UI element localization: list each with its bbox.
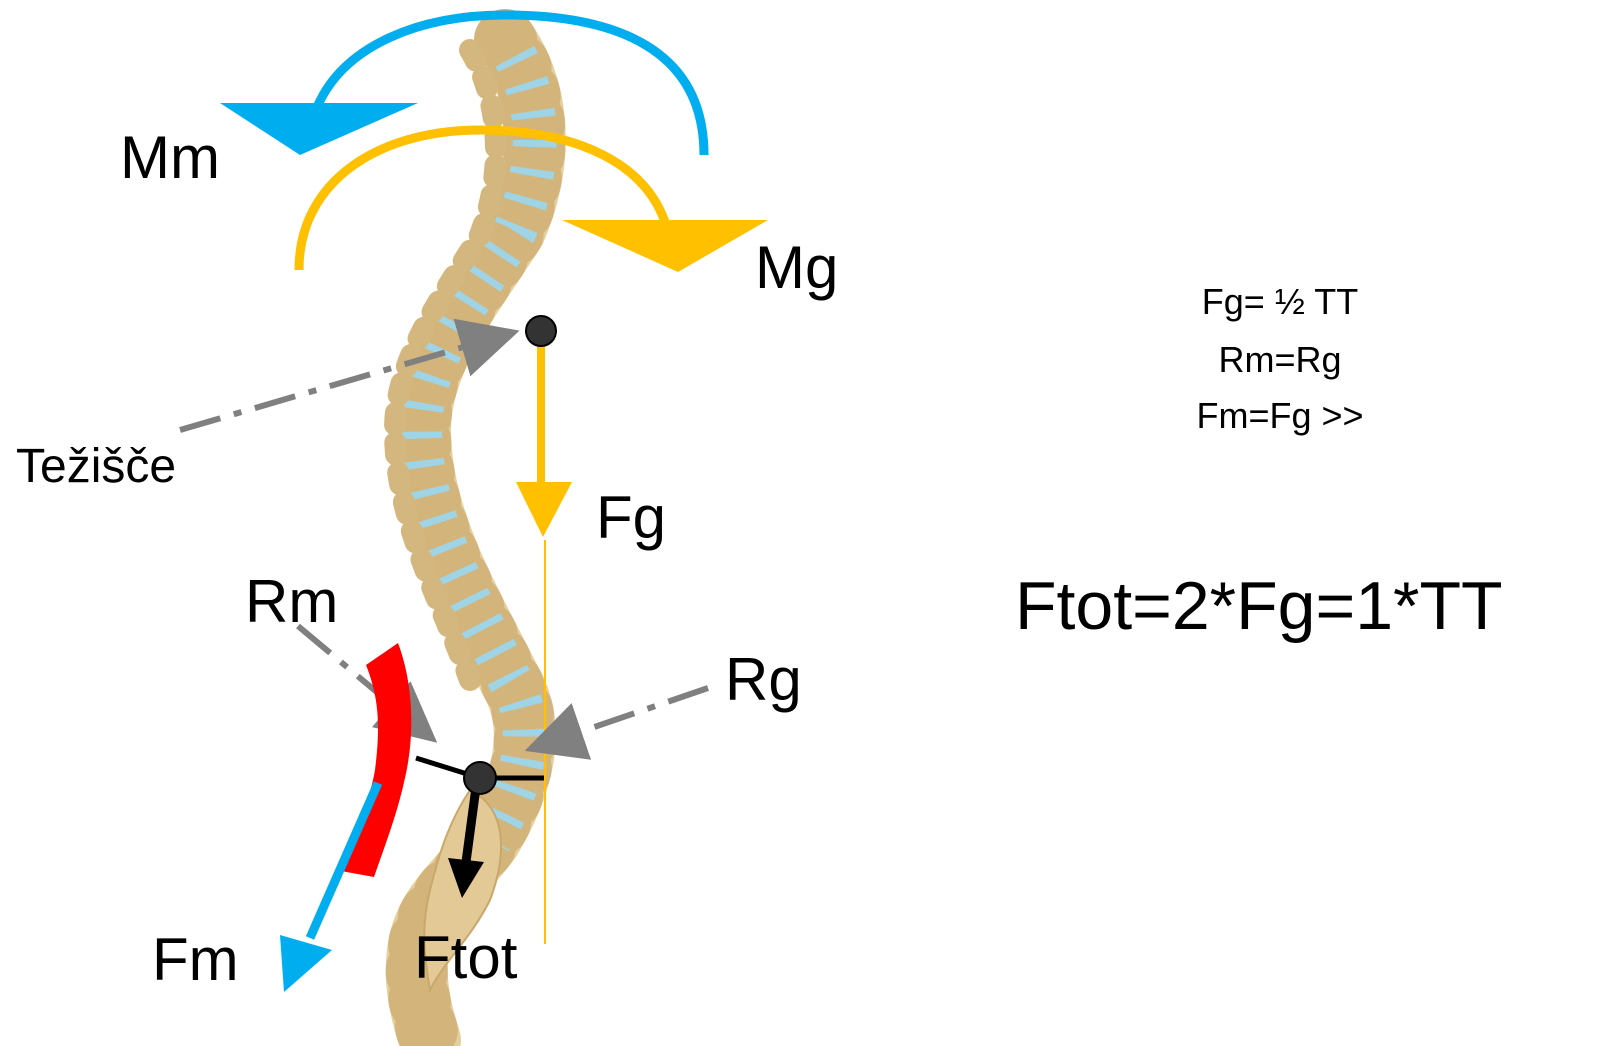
equation-main: Ftot=2*Fg=1*TT <box>1015 572 1503 640</box>
rg-pointer <box>536 688 708 747</box>
label-tezisce: Težišče <box>16 443 176 491</box>
label-rm: Rm <box>245 572 338 632</box>
center-of-gravity-point <box>526 316 556 346</box>
label-fm: Fm <box>152 930 239 990</box>
label-rg: Rg <box>725 650 802 710</box>
equation-line-1: Fg= ½ TT <box>1130 284 1430 320</box>
pivot-point <box>464 762 496 794</box>
gravity-force-arrow <box>516 331 572 537</box>
label-fg: Fg <box>596 488 666 548</box>
muscle-force-arrow <box>280 783 378 992</box>
label-mg: Mg <box>755 238 838 298</box>
label-mm: Mm <box>120 128 220 188</box>
equation-line-2: Rm=Rg <box>1130 342 1430 378</box>
equation-line-3: Fm=Fg >> <box>1130 398 1430 434</box>
label-ftot: Ftot <box>414 928 517 988</box>
